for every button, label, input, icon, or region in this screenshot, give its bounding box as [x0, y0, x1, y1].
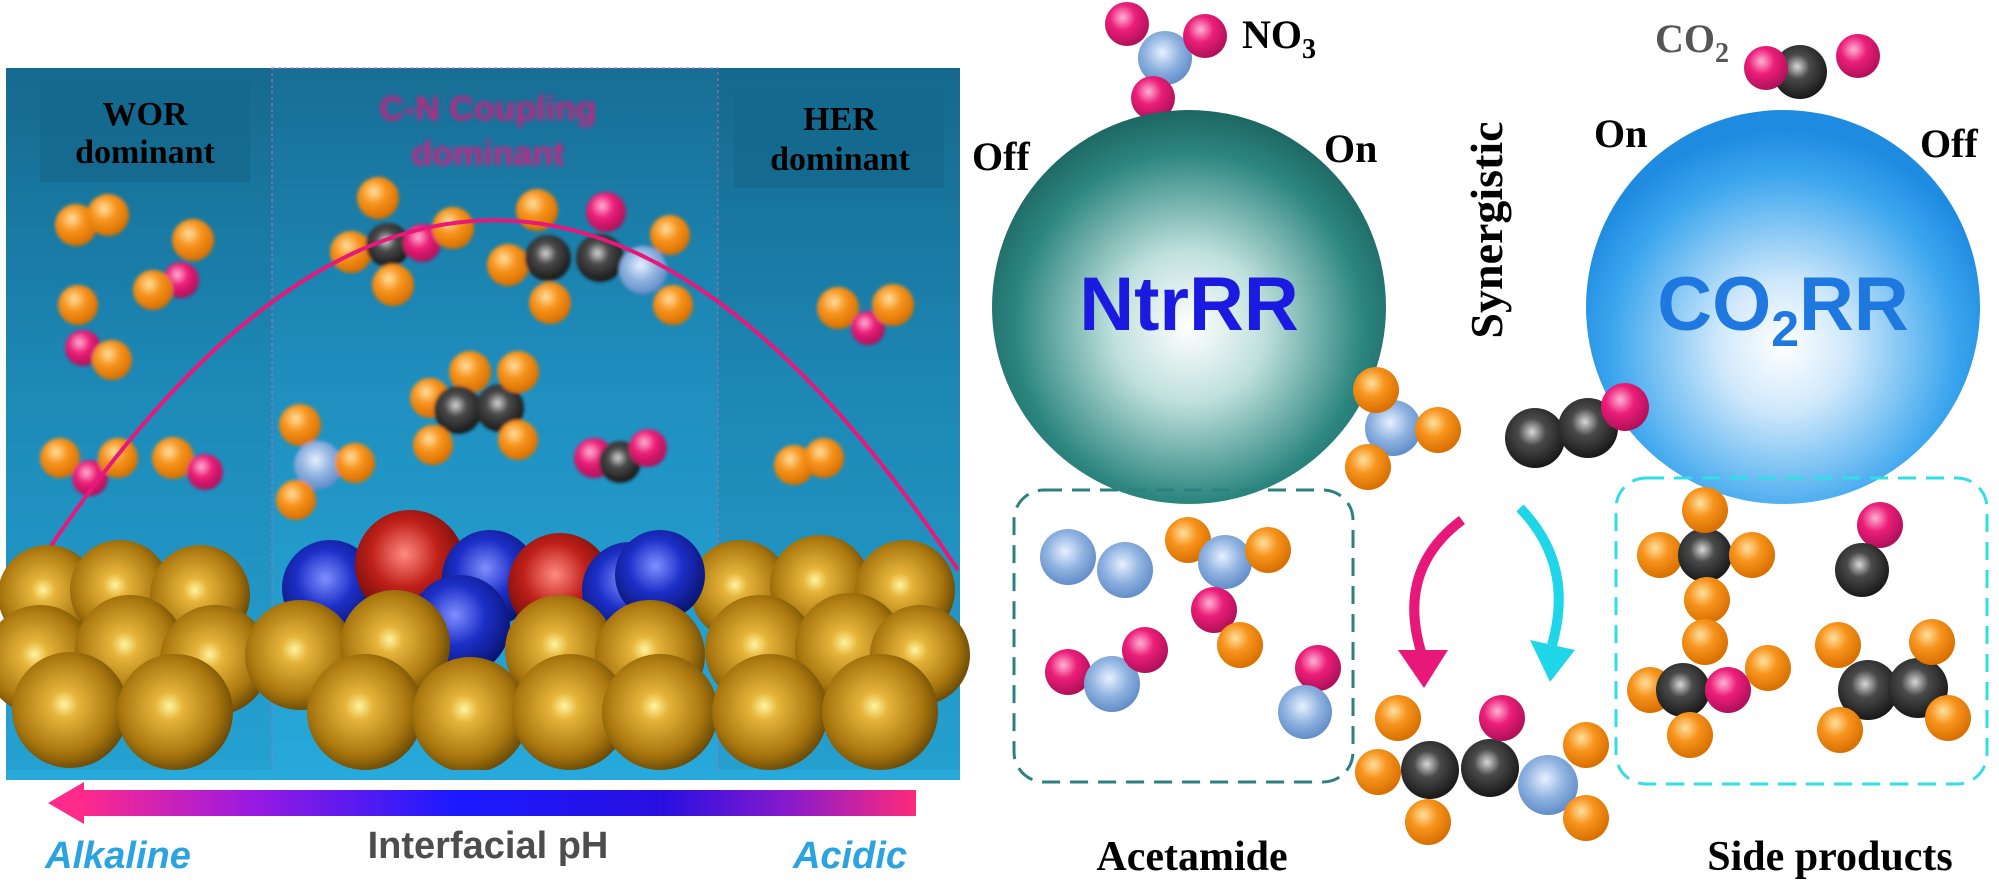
ntrrr-label: NtrRR: [1079, 262, 1299, 347]
ph-arrow: [48, 782, 916, 824]
left-molecules: [40, 177, 914, 520]
synergistic-label: Synergistic: [1461, 121, 1512, 338]
co2rr-label: CO2RR: [1657, 262, 1909, 357]
her-label-line1: HER: [803, 101, 877, 138]
no3-label: NO3: [1242, 12, 1316, 65]
cyan-arrow: [1516, 504, 1564, 647]
wor-label-line2: dominant: [75, 134, 215, 171]
right-panel: NO3 CO2 NtrRR Off On CO2RR On Off Synerg…: [972, 2, 1989, 880]
co2rr-products-box: [1614, 476, 1989, 786]
co2-molecule: [1744, 34, 1880, 99]
her-label-line2: dominant: [770, 141, 910, 178]
wor-label-box: [40, 82, 250, 182]
ntrrr-products-box: [1012, 488, 1355, 784]
nh2-intermediate: [1345, 367, 1461, 490]
ntrrr-off-label: Off: [972, 134, 1030, 179]
co-intermediate: [1505, 383, 1649, 468]
ntrrr-sphere: [992, 110, 1386, 504]
ph-acidic-label: Acidic: [792, 835, 907, 877]
pink-arrow: [1409, 515, 1466, 657]
cn-zone-frame: [271, 67, 719, 779]
co2rr-off-label: Off: [1920, 121, 1978, 166]
her-label-box: [734, 88, 944, 188]
ntrrr-side-molecules: [1040, 517, 1341, 739]
co2rr-sphere: [1586, 110, 1980, 504]
no3-molecule: [1105, 2, 1227, 120]
acetamide-label: Acetamide: [1096, 834, 1287, 880]
cn-coupling-curve: [6, 218, 960, 614]
wor-label-line1: WOR: [103, 96, 188, 133]
left-panel: WOR dominant C-N Coupling dominant HER d…: [0, 67, 970, 877]
side-products-label: Side products: [1707, 834, 1952, 880]
cn-label-line2: dominant: [412, 135, 565, 173]
acetamide-molecule: [1355, 695, 1609, 845]
co2rr-on-label: On: [1594, 111, 1647, 156]
cn-label-line1: C-N Coupling: [379, 90, 596, 128]
co2-label: CO2: [1655, 16, 1729, 69]
ph-alkaline-label: Alkaline: [44, 835, 191, 877]
ph-axis-label: Interfacial pH: [368, 825, 609, 867]
ntrrr-on-label: On: [1324, 126, 1377, 171]
electrode-surface: [0, 510, 970, 773]
co2rr-side-molecules: [1627, 487, 1971, 758]
